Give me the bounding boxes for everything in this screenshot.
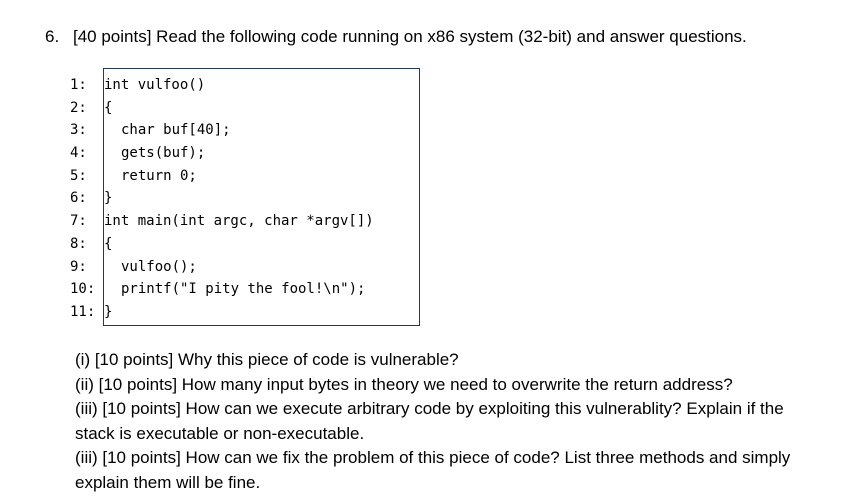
question-text: [40 points] Read the following code runn… [73, 27, 747, 46]
code-text: char buf[40]; [121, 122, 231, 139]
subquestion-iv: (iii) [10 points] How can we fix the pro… [75, 448, 791, 492]
line-number: 6: [70, 190, 87, 207]
code-line: 7: int main(int argc, char *argv[]) [70, 210, 374, 233]
line-number: 11: [70, 303, 96, 320]
code-text: vulfoo(); [121, 258, 197, 275]
line-number: 7: [70, 213, 87, 230]
line-number: 3: [70, 122, 87, 139]
code-listing: 1: int vulfoo() 2: { 3: char buf[40]; 4:… [70, 74, 374, 324]
subquestion-iii: (iii) [10 points] How can we execute arb… [75, 399, 784, 443]
code-text: } [104, 303, 113, 320]
code-line: 4: gets(buf); [70, 142, 374, 165]
code-line: 1: int vulfoo() [70, 74, 374, 97]
code-line: 8: { [70, 233, 374, 256]
subquestion-list: (i) [10 points] Why this piece of code i… [75, 348, 815, 495]
code-line: 2: { [70, 97, 374, 120]
code-line: 5: return 0; [70, 165, 374, 188]
code-text: } [104, 190, 113, 207]
code-line: 11: } [70, 301, 374, 324]
code-text: gets(buf); [121, 145, 206, 162]
code-line: 10: printf("I pity the fool!\n"); [70, 278, 374, 301]
code-text: { [104, 99, 113, 116]
question-number: 6. [45, 27, 60, 46]
subquestion-i: (i) [10 points] Why this piece of code i… [75, 350, 459, 369]
line-number: 9: [70, 258, 87, 275]
line-number: 1: [70, 77, 87, 93]
code-text: { [104, 235, 113, 252]
line-number: 8: [70, 235, 87, 252]
question-title: 6. [40 points] Read the following code ru… [45, 27, 747, 47]
line-number: 10: [70, 281, 96, 298]
code-box [103, 68, 420, 326]
code-text: int vulfoo() [104, 77, 206, 93]
code-line: 3: char buf[40]; [70, 119, 374, 142]
line-number: 5: [70, 167, 87, 184]
subquestion-ii: (ii) [10 points] How many input bytes in… [75, 374, 733, 394]
code-text: return 0; [121, 167, 197, 184]
line-number: 4: [70, 145, 87, 162]
code-line: 6: } [70, 187, 374, 210]
code-text: int main(int argc, char *argv[]) [104, 213, 374, 230]
code-text: printf("I pity the fool!\n"); [121, 281, 366, 298]
line-number: 2: [70, 99, 87, 116]
code-line: 9: vulfoo(); [70, 256, 374, 279]
